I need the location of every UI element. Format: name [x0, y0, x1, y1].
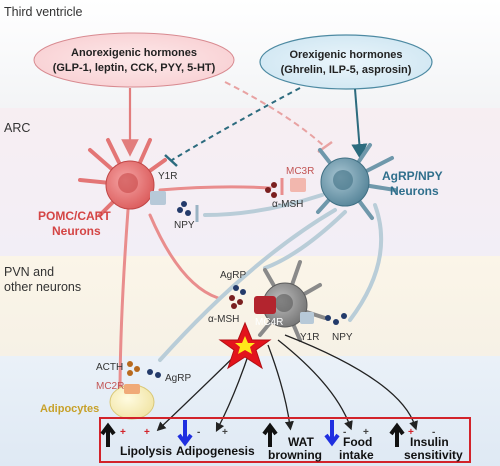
region-label-third-ventricle: Third ventricle — [4, 5, 83, 19]
pomc-label-1: POMC/CART — [38, 209, 111, 223]
pomc-label-2: Neurons — [52, 224, 101, 238]
orexigenic-hormones-oval: Orexigenic hormones (Ghrelin, ILP-5, asp… — [259, 34, 433, 90]
y1r-label-mid: Y1R — [300, 332, 319, 343]
up-arrow-icon — [100, 422, 116, 447]
amsh-label-mid: α-MSH — [208, 314, 239, 325]
npy-dots-top — [177, 201, 191, 216]
outcome-wat-browning: WAT browning — [262, 422, 322, 462]
agrp-npy-neuron — [290, 143, 397, 220]
outcomes-box — [99, 417, 471, 463]
food-label-2: intake — [339, 448, 374, 462]
y1r-label-top: Y1R — [158, 171, 177, 182]
svg-text:-: - — [432, 427, 435, 438]
region-label-pvn-2: other neurons — [4, 280, 81, 294]
orexigenic-title: Orexigenic hormones — [289, 49, 402, 61]
anorexigenic-hormones-oval: Anorexigenic hormones (GLP-1, leptin, CC… — [33, 32, 235, 88]
down-arrow-icon — [177, 420, 193, 447]
insulin-label-1: Insulin — [410, 435, 449, 449]
amsh-dots-top — [265, 182, 277, 198]
agrp-label-low: AgRP — [165, 373, 191, 384]
up-arrow-icon-2 — [262, 422, 278, 447]
acth-label: ACTH — [96, 362, 123, 373]
food-label-1: Food — [343, 435, 372, 449]
amsh-dots-mid — [229, 295, 243, 309]
anorexigenic-title: Anorexigenic hormones — [71, 47, 197, 59]
svg-text:+: + — [222, 427, 228, 438]
acth-dots — [127, 361, 140, 376]
npy-label-mid: NPY — [332, 332, 353, 343]
adipocytes-label: Adipocytes — [40, 403, 99, 415]
npy-dots-mid — [325, 313, 347, 325]
mc3r-label: MC3R — [286, 166, 314, 177]
svg-text:+: + — [120, 427, 126, 438]
pomc-cart-neuron — [78, 138, 167, 217]
orexigenic-list: (Ghrelin, ILP-5, asprosin) — [281, 64, 412, 76]
anorexigenic-inhibit-agrp-line — [224, 81, 326, 148]
mc4r-neuron — [254, 260, 327, 342]
adipocyte-cell — [109, 384, 155, 420]
up-arrow-icon-3 — [389, 422, 405, 447]
mc3r-receptor — [290, 178, 306, 192]
svg-text:-: - — [197, 427, 200, 438]
outcome-food-intake: - + Food intake — [324, 420, 374, 462]
y1r-receptor-top — [150, 191, 166, 205]
mc4r-label: MC4R — [255, 317, 283, 328]
svg-text:+: + — [144, 427, 150, 438]
npy-label-top: NPY — [174, 220, 195, 231]
wat-label-2: browning — [268, 448, 322, 462]
periphery-band — [0, 356, 500, 466]
svg-text:-: - — [343, 427, 346, 438]
anorexigenic-list: (GLP-1, leptin, CCK, PYY, 5-HT) — [53, 62, 216, 74]
orexigenic-inhibit-bar — [164, 154, 178, 167]
lipolysis-label: Lipolysis — [120, 444, 172, 458]
mc4r-receptor — [254, 296, 276, 314]
region-label-arc: ARC — [4, 121, 30, 135]
svg-text:+: + — [363, 427, 369, 438]
agrp-label-2: Neurons — [390, 184, 439, 198]
wat-label-1: WAT — [288, 435, 314, 449]
neural-projections — [118, 185, 384, 397]
insulin-label-2: sensitivity — [404, 448, 463, 462]
agrp-label-mid: AgRP — [220, 270, 246, 281]
agrp-dots-mid — [233, 285, 246, 295]
outcome-lipolysis: + + Lipolysis — [100, 422, 172, 458]
orexigenic-to-agrp-arrow — [351, 88, 368, 160]
mc2r-receptor — [124, 384, 140, 394]
agrp-label-1: AgRP/NPY — [382, 169, 443, 183]
agrp-dots-low — [147, 369, 161, 378]
y1r-receptor-mid — [300, 312, 314, 324]
orexigenic-inhibit-pomc-line — [171, 87, 301, 161]
mc2r-label: MC2R — [96, 381, 124, 392]
amsh-label-top: α-MSH — [272, 199, 303, 210]
outcome-adipogenesis: - + Adipogenesis — [176, 420, 255, 458]
mc4r-activation-star — [218, 321, 272, 370]
down-arrow-icon-2 — [324, 420, 340, 447]
region-label-pvn-1: PVN and — [4, 265, 54, 279]
svg-text:+: + — [408, 427, 414, 438]
adipogenesis-label: Adipogenesis — [176, 444, 255, 458]
outcome-insulin-sensitivity: + - Insulin sensitivity — [389, 422, 463, 462]
